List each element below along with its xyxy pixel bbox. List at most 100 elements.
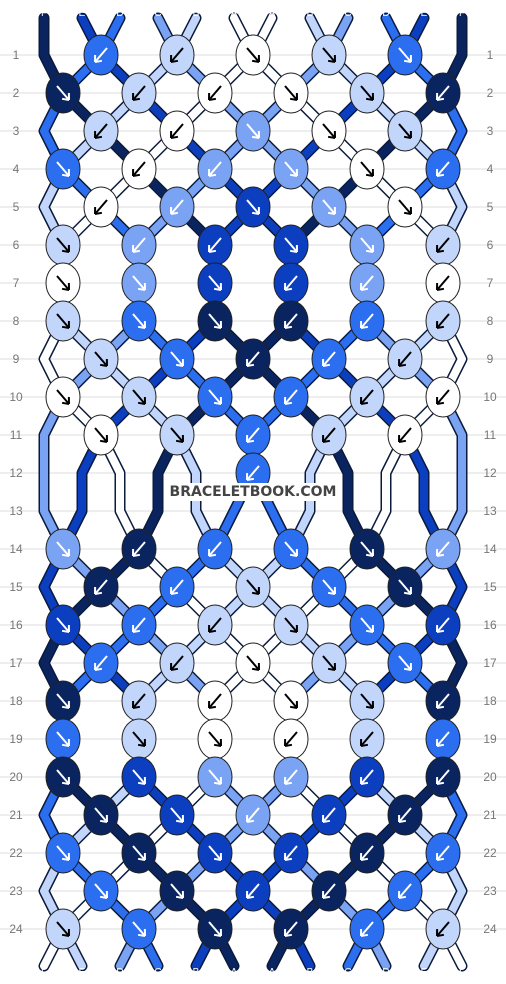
knot: [349, 300, 385, 342]
knot: [45, 718, 81, 760]
string-label-bottom: B: [193, 967, 200, 978]
knot: [349, 224, 385, 266]
row-number: 1: [487, 48, 494, 62]
row-number: 4: [487, 162, 494, 176]
knot: [425, 756, 461, 798]
knot: [387, 186, 423, 228]
knot: [83, 110, 119, 152]
knot: [349, 680, 385, 722]
knot: [273, 718, 309, 760]
row-number: 19: [9, 732, 23, 746]
knot: [83, 794, 119, 836]
string-label-top: E: [79, 8, 86, 19]
knot: [311, 338, 347, 380]
knot: [387, 34, 423, 76]
row-number: 3: [13, 124, 20, 138]
knot: [425, 908, 461, 950]
string-label-top: F: [41, 8, 47, 19]
knot: [425, 72, 461, 114]
knot: [83, 34, 119, 76]
knot: [425, 718, 461, 760]
string-label-top: F: [459, 8, 465, 19]
knot: [159, 34, 195, 76]
row-number: 24: [483, 922, 497, 936]
knot: [121, 262, 157, 304]
knot: [45, 148, 81, 190]
knot: [349, 756, 385, 798]
string-label-top: A: [231, 8, 238, 19]
knot: [83, 414, 119, 456]
knot: [349, 72, 385, 114]
string-label-top: D: [116, 8, 123, 19]
knot: [121, 832, 157, 874]
knot: [425, 148, 461, 190]
row-number: 8: [13, 314, 20, 328]
knot: [45, 262, 81, 304]
string-label-bottom: A: [231, 967, 238, 978]
knot: [197, 908, 233, 950]
knot: [121, 604, 157, 646]
knot: [235, 870, 271, 912]
knot: [197, 376, 233, 418]
row-number: 22: [483, 846, 497, 860]
knot: [425, 224, 461, 266]
row-number: 4: [13, 162, 20, 176]
row-number: 23: [483, 884, 497, 898]
knot: [349, 376, 385, 418]
knot: [425, 376, 461, 418]
row-number: 12: [9, 466, 23, 480]
knot: [197, 756, 233, 798]
row-number: 12: [483, 466, 497, 480]
row-number: 20: [483, 770, 497, 784]
string-label-bottom: B: [307, 967, 314, 978]
knot: [235, 414, 271, 456]
row-number: 10: [9, 390, 23, 404]
row-number: 13: [483, 504, 497, 518]
knot: [273, 908, 309, 950]
string-label-top: C: [344, 8, 351, 19]
string-label-top: A: [269, 8, 276, 19]
row-number: 21: [9, 808, 23, 822]
knot: [311, 34, 347, 76]
knot: [235, 186, 271, 228]
knot: [45, 832, 81, 874]
row-number: 23: [9, 884, 23, 898]
knot: [425, 604, 461, 646]
knot: [387, 794, 423, 836]
row-number: 21: [483, 808, 497, 822]
row-number: 16: [483, 618, 497, 632]
row-number: 9: [13, 352, 20, 366]
knot: [273, 528, 309, 570]
knot: [311, 870, 347, 912]
knot: [197, 832, 233, 874]
knot: [235, 338, 271, 380]
knot: [197, 148, 233, 190]
knot: [425, 262, 461, 304]
string-label-bottom: D: [116, 967, 123, 978]
knot: [349, 832, 385, 874]
knot: [311, 414, 347, 456]
row-number: 7: [487, 276, 494, 290]
row-number: 15: [9, 580, 23, 594]
knot: [311, 794, 347, 836]
knot: [425, 528, 461, 570]
knot: [197, 224, 233, 266]
knot: [235, 110, 271, 152]
row-number: 6: [487, 238, 494, 252]
knot: [121, 300, 157, 342]
knot: [349, 528, 385, 570]
knot: [273, 756, 309, 798]
knot: [197, 72, 233, 114]
row-number: 1: [13, 48, 20, 62]
row-number: 3: [487, 124, 494, 138]
knot: [121, 224, 157, 266]
knot: [121, 528, 157, 570]
row-number: 20: [9, 770, 23, 784]
knot: [197, 604, 233, 646]
knot: [121, 680, 157, 722]
row-number: 2: [487, 86, 494, 100]
knot: [121, 718, 157, 760]
knot: [311, 642, 347, 684]
knot: [349, 262, 385, 304]
string-label-top: C: [154, 8, 161, 19]
